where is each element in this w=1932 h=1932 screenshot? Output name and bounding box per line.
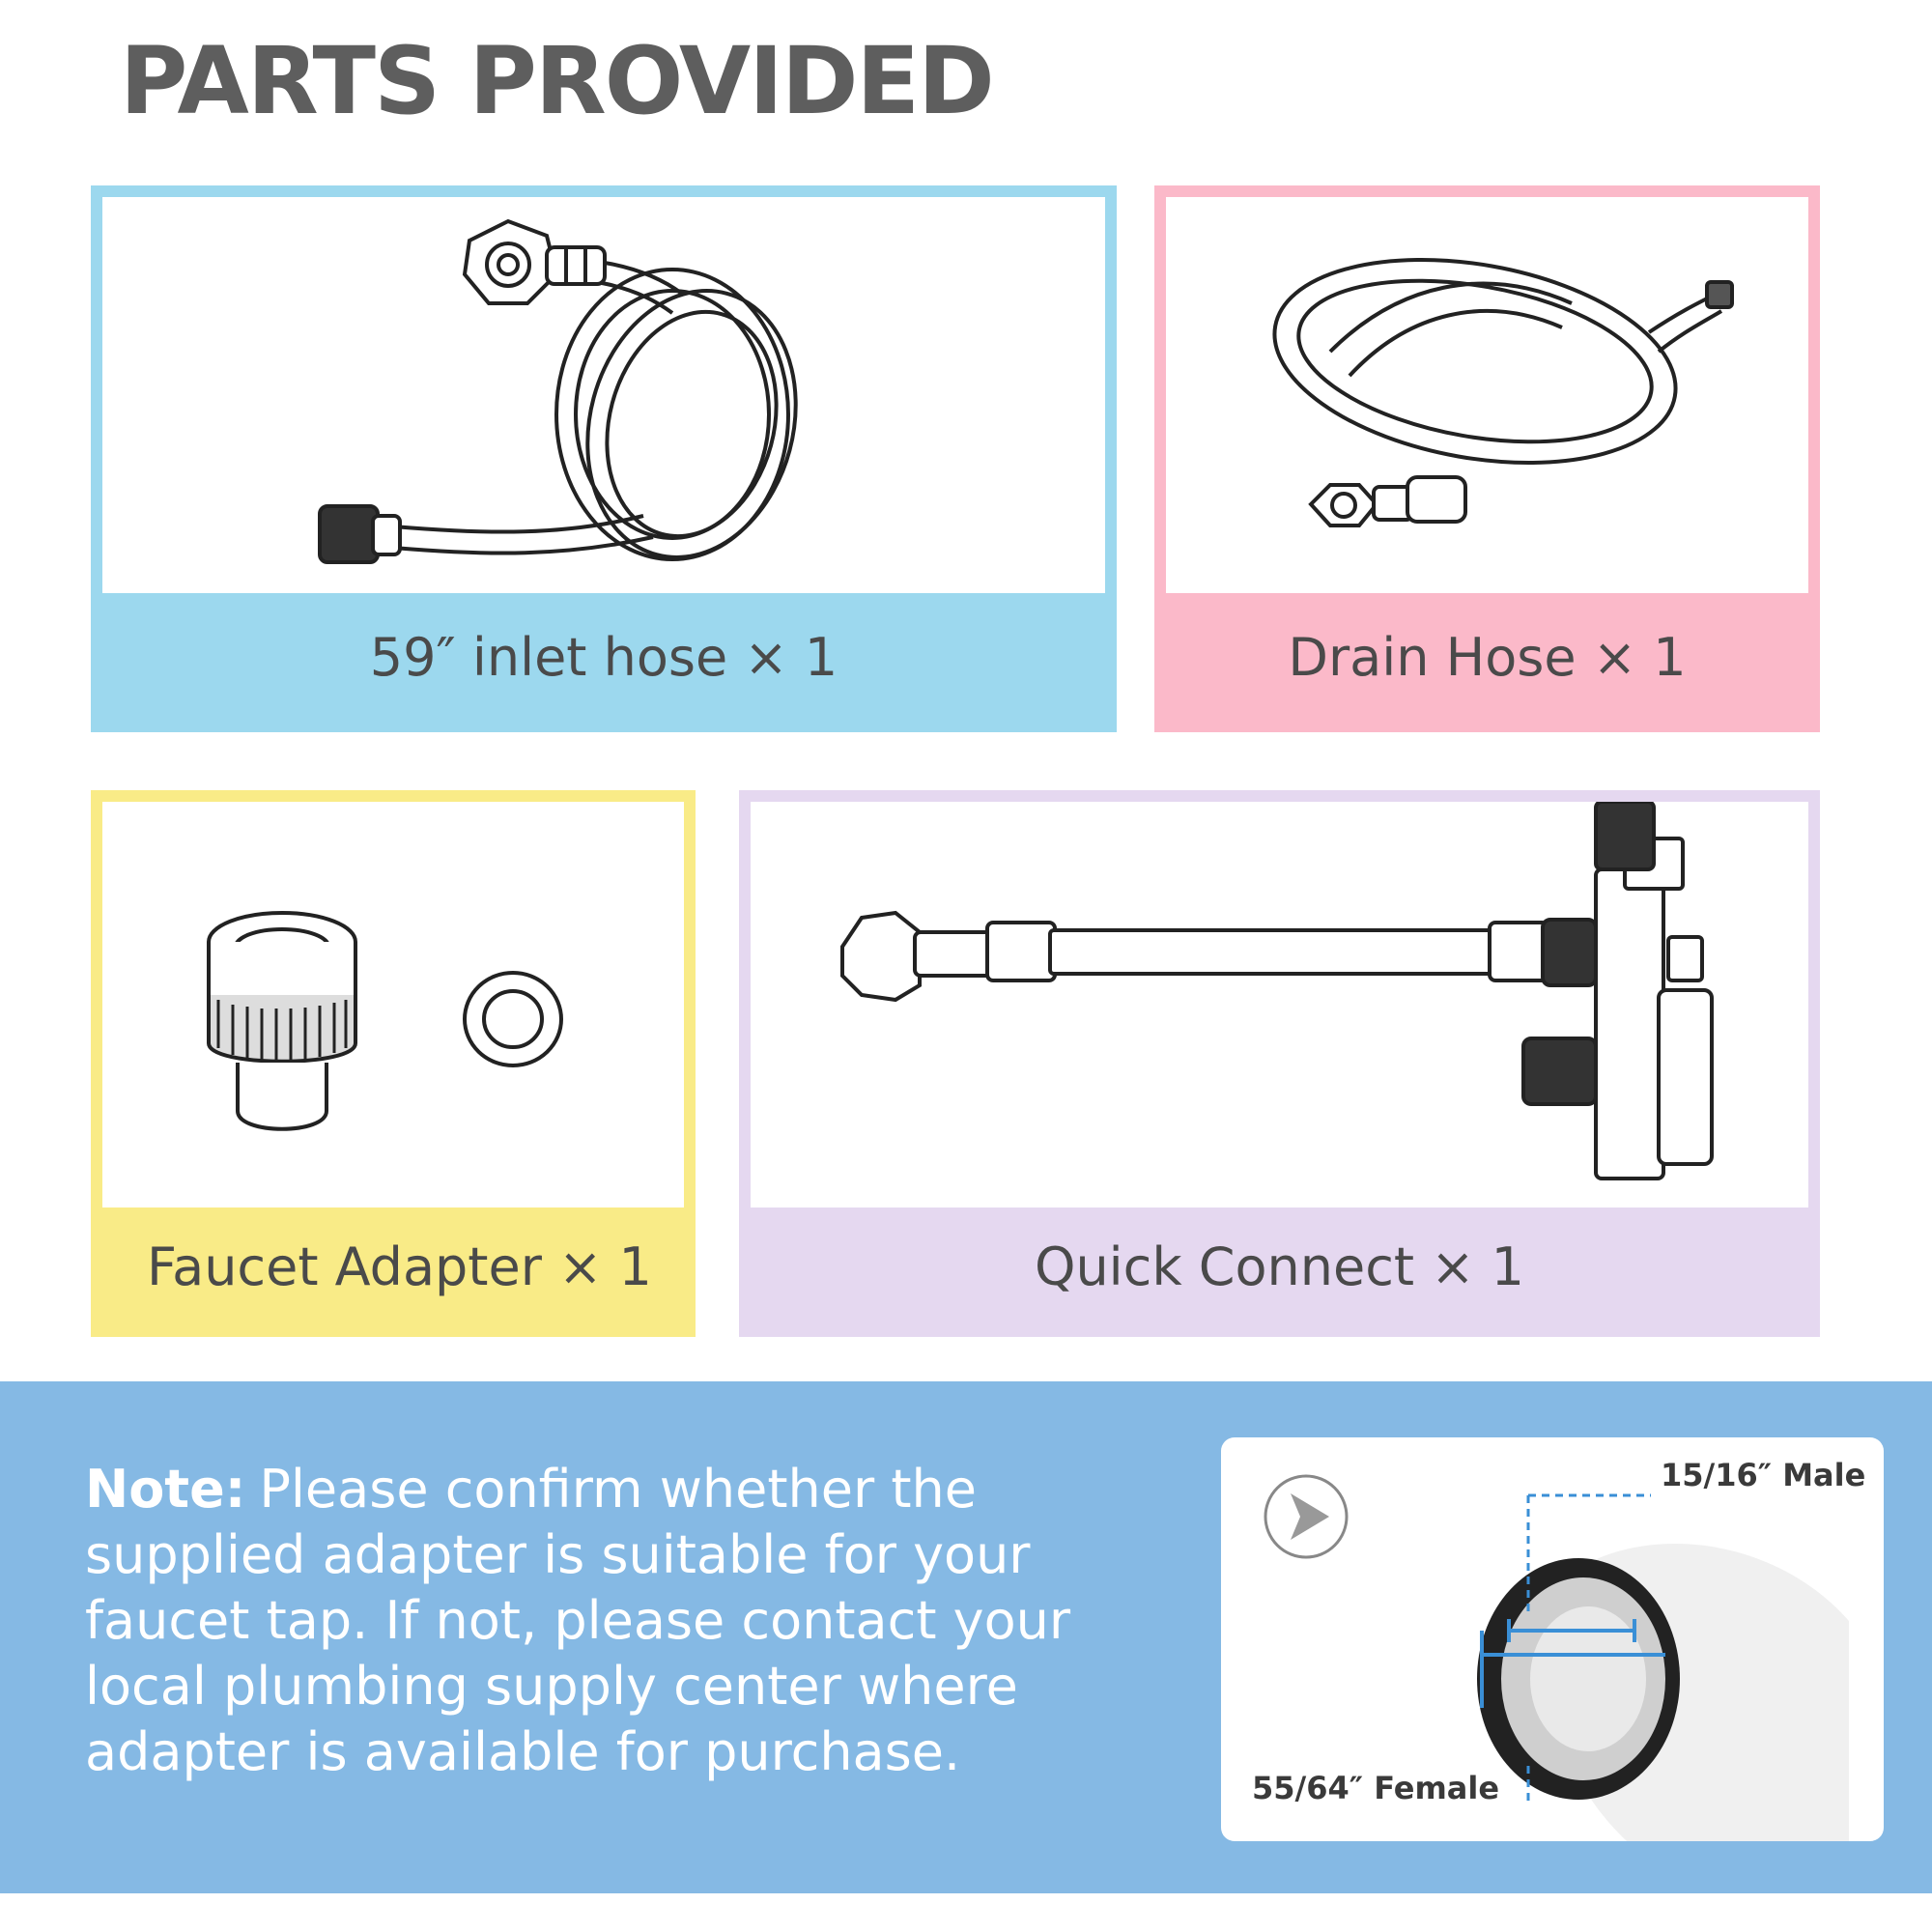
part-label-faucet-adapter: Faucet Adapter × 1 [147,1236,652,1297]
note-body: Please confirm whether the supplied adap… [85,1459,1071,1782]
inlet-hose-image [102,197,1105,593]
part-label-drain-hose: Drain Hose × 1 [1288,626,1687,688]
adapter-detail-image [1264,1474,1849,1841]
part-card-faucet-adapter: Faucet Adapter × 1 [91,790,696,1337]
part-card-drain-hose: Drain Hose × 1 [1154,185,1820,732]
part-card-quick-connect: Quick Connect × 1 [739,790,1820,1337]
faucet-adapter-image [102,802,684,1208]
part-label-quick-connect: Quick Connect × 1 [1034,1236,1525,1297]
note-text: Note:Please confirm whether the supplied… [85,1457,1148,1785]
faucet-adapter-icon [207,911,563,1131]
part-card-inlet-hose: 59″ inlet hose × 1 [91,185,1117,732]
adapter-detail-box: 15/16″ Male 55/64″ Female [1221,1437,1884,1841]
quick-connect-icon [840,802,1714,1180]
part-label-inlet-hose: 59″ inlet hose × 1 [369,626,838,688]
page-title: PARTS PROVIDED [120,27,995,135]
male-dimension-label: 15/16″ Male [1661,1457,1866,1493]
drain-hose-image [1166,197,1808,593]
female-dimension-label: 55/64″ Female [1252,1770,1500,1806]
note-lead: Note: [85,1459,246,1520]
quick-connect-image [751,802,1808,1208]
drain-hose-icon [1272,257,1734,527]
inlet-hose-icon [318,218,798,564]
